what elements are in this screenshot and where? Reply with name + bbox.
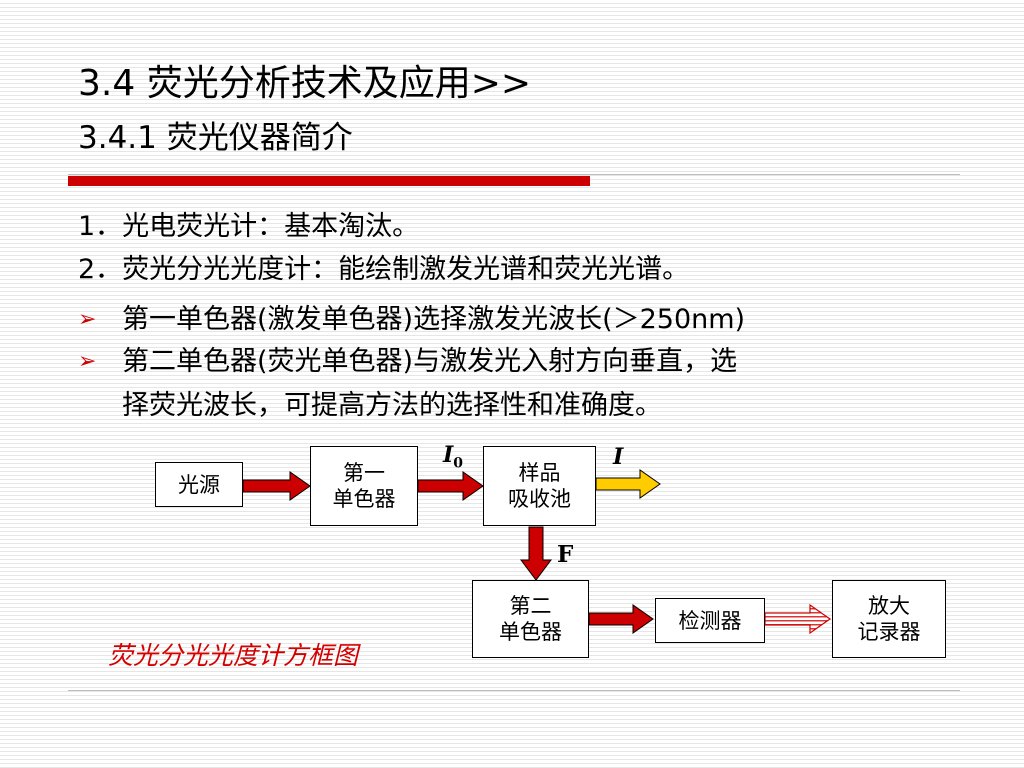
box-sample-cell: 样品 吸收池 bbox=[483, 446, 596, 526]
arrow-mono2-to-detector bbox=[588, 604, 654, 634]
box-second-monochromator: 第二 单色器 bbox=[472, 580, 589, 658]
title-thin-rule bbox=[68, 174, 960, 175]
title-red-rule bbox=[68, 176, 590, 186]
arrow-detector-to-recorder bbox=[764, 603, 832, 635]
bullet-2-line-1: 第二单色器(荧光单色器)与激发光入射方向垂直，选 bbox=[122, 346, 738, 377]
text-line-2: 2．荧光分光光度计：能绘制激发光谱和荧光光谱。 bbox=[78, 254, 690, 285]
arrow-sample-to-mono2 bbox=[520, 526, 552, 581]
label-I0-sub: 0 bbox=[453, 455, 464, 472]
label-I: I bbox=[613, 444, 624, 470]
arrow-transmitted-light bbox=[595, 469, 661, 499]
bullet-arrow-icon: ➢ bbox=[78, 349, 97, 374]
label-I0-main: I bbox=[443, 442, 454, 468]
diagram-caption: 荧光分光光度计方框图 bbox=[108, 641, 359, 670]
bullet-2-line-2: 择荧光波长，可提高方法的选择性和准确度。 bbox=[122, 390, 662, 421]
box-detector: 检测器 bbox=[655, 598, 765, 643]
label-F: F bbox=[557, 541, 574, 568]
bottom-rule bbox=[68, 690, 960, 691]
bullet-arrow-icon: ➢ bbox=[78, 307, 97, 332]
slide-title: 3.4 荧光分析技术及应用>> bbox=[78, 63, 532, 104]
box-amplifier-recorder: 放大 记录器 bbox=[832, 580, 946, 658]
box-first-monochromator: 第一 单色器 bbox=[310, 446, 418, 526]
bullet-1-line-1: 第一单色器(激发单色器)选择激发光波长(＞250nm) bbox=[122, 304, 746, 335]
arrow-source-to-mono1 bbox=[242, 471, 311, 501]
slide-subtitle: 3.4.1 荧光仪器简介 bbox=[78, 120, 353, 156]
box-light-source: 光源 bbox=[155, 462, 243, 507]
label-I0: I0 bbox=[443, 442, 463, 471]
text-line-1: 1．光电荧光计：基本淘汰。 bbox=[78, 211, 420, 242]
arrow-mono1-to-sample bbox=[417, 471, 484, 501]
